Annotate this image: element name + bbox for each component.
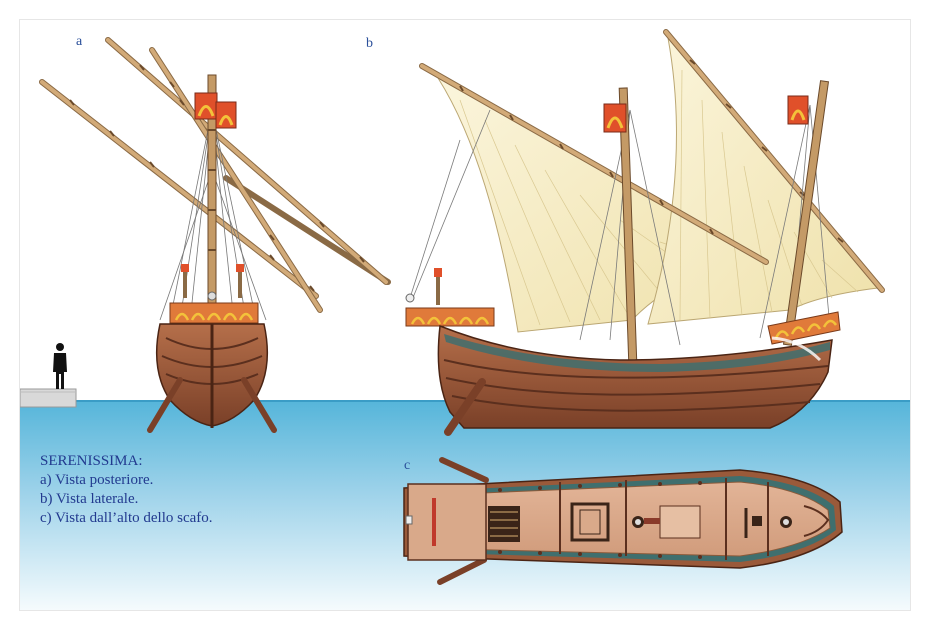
caption-line-a: a) Vista posteriore. (40, 472, 154, 488)
view-label-c: c (404, 458, 411, 473)
view-label-b: b (366, 36, 373, 51)
rear-view-ship (39, 37, 391, 433)
illustration-frame: a b c SERENISSIMA: a) Vista posteriore. … (20, 20, 910, 610)
caption-line-b: b) Vista laterale. (40, 491, 139, 507)
caption-title: SERENISSIMA: (40, 453, 143, 469)
side-view-ship (405, 29, 885, 436)
top-view-hull (403, 457, 843, 585)
view-label-a: a (76, 34, 83, 49)
caption: SERENISSIMA: a) Vista posteriore. b) Vis… (40, 452, 213, 528)
quay (20, 388, 77, 408)
human-figure (53, 343, 67, 389)
caption-line-c: c) Vista dall’alto dello scafo. (40, 510, 213, 526)
rear-flags (194, 92, 237, 129)
ship-illustration (20, 29, 910, 610)
